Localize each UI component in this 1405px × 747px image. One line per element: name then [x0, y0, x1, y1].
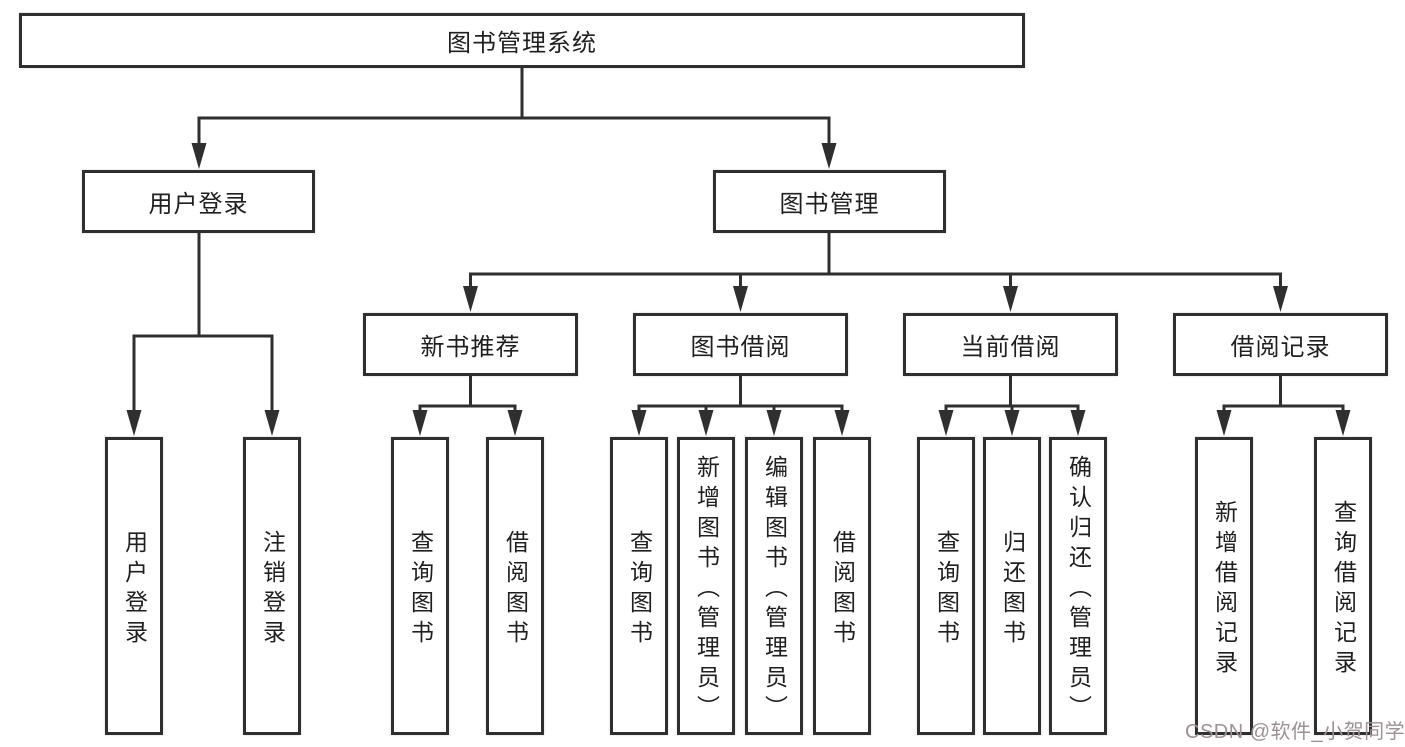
node-current-borrowing: 当前借阅	[903, 313, 1118, 376]
node-leaf-query-books-3: 查询图书	[917, 437, 975, 735]
connector-book-management	[463, 231, 1288, 312]
node-borrowing-records: 借阅记录	[1173, 313, 1388, 376]
connector-current-borrowing	[938, 374, 1086, 436]
node-leaf-borrow-books-2: 借阅图书	[813, 437, 871, 735]
watermark: CSDN @软件_小贺同学	[1185, 721, 1405, 743]
node-leaf-query-books-1: 查询图书	[391, 437, 449, 735]
node-new-book-recommendation: 新书推荐	[363, 313, 578, 376]
connector-book-borrowing	[631, 374, 850, 436]
node-library-system: 图书管理系统	[19, 13, 1025, 68]
node-leaf-user-login: 用户登录	[105, 437, 163, 735]
node-leaf-logout: 注销登录	[243, 437, 301, 735]
connector-root	[191, 66, 837, 169]
connector-borrowing-records	[1216, 374, 1351, 436]
connector-new-book-recommendation	[412, 374, 523, 436]
node-leaf-query-books-2: 查询图书	[610, 437, 668, 735]
node-book-borrowing: 图书借阅	[633, 313, 848, 376]
node-leaf-edit-book-admin: 编辑图书（管理员）	[745, 437, 803, 735]
node-leaf-borrow-books-1: 借阅图书	[486, 437, 544, 735]
node-leaf-return-books: 归还图书	[983, 437, 1041, 735]
node-user-login: 用户登录	[82, 170, 315, 233]
node-leaf-add-book-admin: 新增图书（管理员）	[677, 437, 735, 735]
node-leaf-confirm-return-admin: 确认归还（管理员）	[1049, 437, 1107, 735]
connector-user-login	[126, 231, 280, 436]
node-leaf-query-borrow-record: 查询借阅记录	[1314, 437, 1372, 735]
node-book-management: 图书管理	[713, 170, 946, 233]
node-leaf-add-borrow-record: 新增借阅记录	[1195, 437, 1253, 735]
